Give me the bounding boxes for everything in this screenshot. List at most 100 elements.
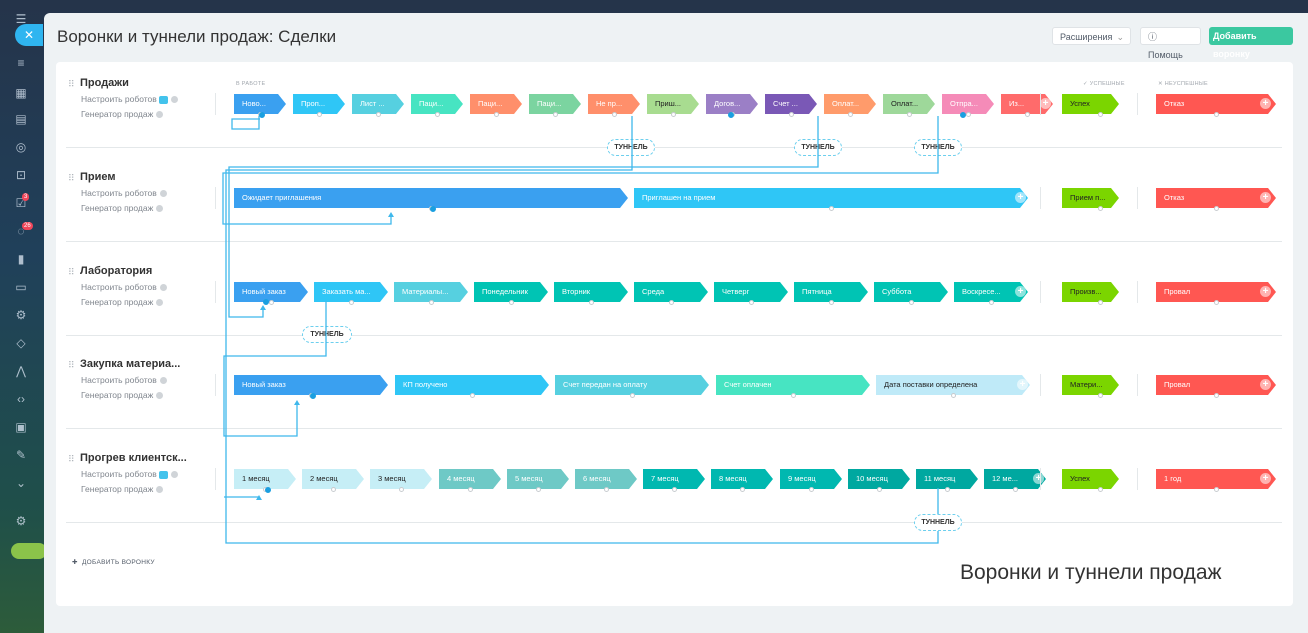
success-stage[interactable]: Матери... xyxy=(1062,375,1119,395)
stage-connector-dot[interactable] xyxy=(1013,487,1018,492)
stage-connector-dot[interactable] xyxy=(877,487,882,492)
success-stage[interactable]: Успех xyxy=(1062,94,1119,114)
cube-icon[interactable]: ◇ xyxy=(16,336,26,350)
stage-1-3[interactable]: Лист ... xyxy=(352,94,404,114)
stage-connector-dot[interactable] xyxy=(494,112,499,117)
stage-connector-dot[interactable] xyxy=(630,393,635,398)
stage-connector-dot[interactable] xyxy=(399,487,404,492)
chevron-down-icon[interactable]: ⌄ xyxy=(15,476,27,490)
stage-5-3[interactable]: 3 месяц xyxy=(370,469,432,489)
add-stage-icon[interactable]: + xyxy=(1015,192,1026,203)
chat-icon[interactable]: ◌ xyxy=(17,224,25,238)
add-stage-icon[interactable]: + xyxy=(1040,98,1051,109)
drive-icon[interactable]: ▤ xyxy=(15,112,27,126)
stage-connector-dot[interactable] xyxy=(1098,206,1103,211)
robots-link[interactable]: Настроить роботов xyxy=(81,375,167,385)
generator-link[interactable]: Генератор продаж xyxy=(81,390,164,400)
stage-connector-dot[interactable] xyxy=(829,206,834,211)
tunnel-connector-dot[interactable] xyxy=(960,112,966,118)
drag-handle-icon[interactable]: ⠿ xyxy=(68,173,75,183)
stage-5-11[interactable]: 11 месяц xyxy=(916,469,978,489)
generator-link[interactable]: Генератор продаж xyxy=(81,203,164,213)
stage-connector-dot[interactable] xyxy=(1214,393,1219,398)
stage-connector-dot[interactable] xyxy=(740,487,745,492)
stage-connector-dot[interactable] xyxy=(1098,112,1103,117)
stage-2-2[interactable]: Приглашен на прием xyxy=(634,188,1028,208)
add-stage-icon[interactable]: + xyxy=(1260,473,1271,484)
stage-1-12[interactable]: Оплат... xyxy=(883,94,935,114)
funnel-name[interactable]: Прогрев клиентск... xyxy=(80,452,187,464)
stage-connector-dot[interactable] xyxy=(789,112,794,117)
fail-stage[interactable]: 1 год xyxy=(1156,469,1276,489)
tunnel-connector-dot[interactable] xyxy=(310,393,316,399)
add-stage-icon[interactable]: + xyxy=(1260,286,1271,297)
stage-connector-dot[interactable] xyxy=(1214,206,1219,211)
stage-1-13[interactable]: Отпра... xyxy=(942,94,994,114)
stage-connector-dot[interactable] xyxy=(269,300,274,305)
add-stage-icon[interactable]: + xyxy=(1017,379,1028,390)
stage-connector-dot[interactable] xyxy=(907,112,912,117)
stage-5-12[interactable]: 12 ме... xyxy=(984,469,1046,489)
edit-icon[interactable]: ✎ xyxy=(15,448,27,462)
generator-link[interactable]: Генератор продаж xyxy=(81,297,164,307)
success-stage[interactable]: Произв... xyxy=(1062,282,1119,302)
stage-3-6[interactable]: Среда xyxy=(634,282,708,302)
stage-connector-dot[interactable] xyxy=(1025,112,1030,117)
fail-stage[interactable]: Отказ xyxy=(1156,94,1276,114)
tunnel-connector-dot[interactable] xyxy=(259,112,265,118)
stage-connector-dot[interactable] xyxy=(966,112,971,117)
stage-5-10[interactable]: 10 месяц xyxy=(848,469,910,489)
funnel-name[interactable]: Прием xyxy=(80,171,116,183)
stage-5-5[interactable]: 5 месяц xyxy=(507,469,569,489)
robots-link[interactable]: Настроить роботов xyxy=(81,469,178,479)
stage-4-3[interactable]: Счет передан на оплату xyxy=(555,375,709,395)
robots-link[interactable]: Настроить роботов xyxy=(81,188,167,198)
drag-handle-icon[interactable]: ⠿ xyxy=(68,79,75,89)
stage-connector-dot[interactable] xyxy=(612,112,617,117)
stage-5-8[interactable]: 8 месяц xyxy=(711,469,773,489)
stage-connector-dot[interactable] xyxy=(848,112,853,117)
stage-connector-dot[interactable] xyxy=(589,300,594,305)
analytics-icon[interactable]: ▮ xyxy=(17,252,25,266)
tunnel-connector-dot[interactable] xyxy=(430,206,436,212)
stage-connector-dot[interactable] xyxy=(909,300,914,305)
stage-connector-dot[interactable] xyxy=(669,300,674,305)
stage-5-4[interactable]: 4 месяц xyxy=(439,469,501,489)
calendar-icon[interactable]: ▦ xyxy=(15,86,27,100)
stage-1-5[interactable]: Паци... xyxy=(470,94,522,114)
stage-connector-dot[interactable] xyxy=(349,300,354,305)
fail-stage[interactable]: Провал xyxy=(1156,375,1276,395)
automation-icon[interactable]: ⚙ xyxy=(15,308,27,322)
stage-5-7[interactable]: 7 месяц xyxy=(643,469,705,489)
drag-handle-icon[interactable]: ⠿ xyxy=(68,267,75,277)
tunnel-badge[interactable]: ТУННЕЛЬ xyxy=(302,326,352,343)
invite-button[interactable] xyxy=(11,543,47,559)
stage-4-2[interactable]: КП получено xyxy=(395,375,549,395)
tunnel-badge[interactable]: ТУННЕЛЬ xyxy=(914,514,962,531)
stage-connector-dot[interactable] xyxy=(435,112,440,117)
stage-5-1[interactable]: 1 месяц xyxy=(234,469,296,489)
stage-3-2[interactable]: Заказать ма... xyxy=(314,282,388,302)
stage-1-1[interactable]: Ново... xyxy=(234,94,286,114)
robots-link[interactable]: Настроить роботов xyxy=(81,94,178,104)
stage-5-2[interactable]: 2 месяц xyxy=(302,469,364,489)
stage-connector-dot[interactable] xyxy=(509,300,514,305)
menu-icon[interactable]: ☰ xyxy=(15,12,27,26)
stage-3-5[interactable]: Вторник xyxy=(554,282,628,302)
add-stage-icon[interactable]: + xyxy=(1260,379,1271,390)
code-icon[interactable]: ‹› xyxy=(17,392,25,406)
add-stage-icon[interactable]: + xyxy=(1260,98,1271,109)
funnel-name[interactable]: Закупка материа... xyxy=(80,358,181,370)
extensions-button[interactable]: Расширения ⌄ xyxy=(1052,27,1131,45)
target-icon[interactable]: ◎ xyxy=(15,140,27,154)
stage-3-1[interactable]: Новый заказ xyxy=(234,282,308,302)
stage-1-7[interactable]: Не пр... xyxy=(588,94,640,114)
stage-connector-dot[interactable] xyxy=(331,487,336,492)
stage-4-5[interactable]: Дата поставки определена xyxy=(876,375,1030,395)
stage-4-4[interactable]: Счет оплачен xyxy=(716,375,870,395)
sites-icon[interactable]: ▭ xyxy=(15,280,27,294)
add-stage-icon[interactable]: + xyxy=(1033,473,1044,484)
filter-icon[interactable]: ≡ xyxy=(17,56,25,70)
stage-connector-dot[interactable] xyxy=(536,487,541,492)
stage-connector-dot[interactable] xyxy=(989,300,994,305)
